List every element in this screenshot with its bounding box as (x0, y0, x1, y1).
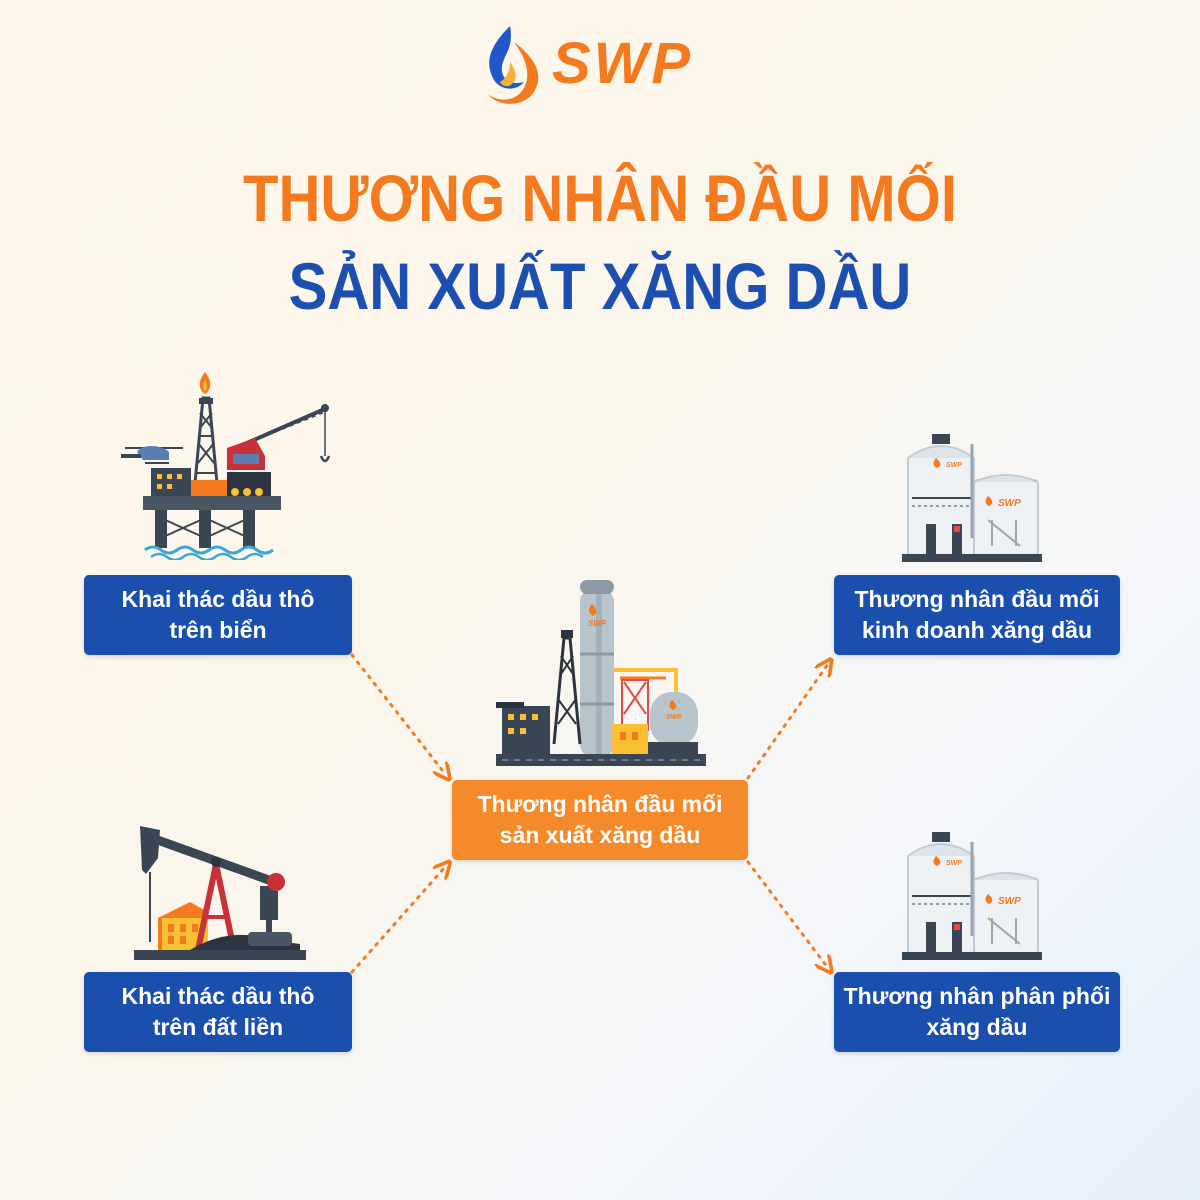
node-distributor: Thương nhân phân phối xăng dầu (834, 972, 1120, 1052)
storage-tank-icon-distributor: SWP SWP (902, 832, 1042, 960)
node-distributor-line2: xăng dầu (926, 1014, 1028, 1040)
node-producer: Thương nhân đầu mối sản xuất xăng dầu (452, 780, 748, 860)
tank-label-trader-small: SWP (946, 462, 962, 469)
page-title-line2: SẢN XUẤT XĂNG DẦU (288, 249, 912, 323)
node-onshore-line1: Khai thác dầu thô (121, 983, 315, 1009)
arrow-producer-to-distributor (746, 860, 828, 968)
node-onshore-extraction: Khai thác dầu thô trên đất liền (84, 972, 352, 1052)
tank-label-distributor-small: SWP (946, 860, 962, 867)
arrow-onshore-to-producer (350, 866, 446, 974)
node-trader-line2: kinh doanh xăng dầu (861, 617, 1092, 643)
offshore-oil-rig-icon (121, 372, 331, 560)
pump-jack-icon (134, 826, 306, 960)
node-onshore-line2: trên đất liền (152, 1014, 284, 1040)
node-offshore-line1: Khai thác dầu thô (121, 586, 315, 612)
node-distributor-line1: Thương nhân phân phối (843, 983, 1111, 1009)
page-title-line1: THƯƠNG NHÂN ĐẦU MỐI (243, 161, 957, 235)
arrow-producer-to-trader (746, 664, 828, 780)
brand-logo: SWP (470, 22, 740, 112)
tank-label-trader: SWP (998, 498, 1021, 509)
node-offshore-extraction: Khai thác dầu thô trên biển (84, 575, 352, 655)
refinery-tank-label: SWP (666, 714, 682, 721)
node-offshore-line2: trên biển (169, 617, 267, 643)
node-producer-line1: Thương nhân đầu mối (477, 791, 723, 817)
flame-drop-icon (488, 26, 539, 104)
storage-tank-icon-trader: SWP SWP (902, 434, 1042, 562)
brand-name: SWP (552, 31, 694, 96)
tank-label-distributor: SWP (998, 896, 1021, 907)
refinery-tower-label: SWP (588, 619, 607, 628)
node-trader: Thương nhân đầu mối kinh doanh xăng dầu (834, 575, 1120, 655)
node-trader-line1: Thương nhân đầu mối (854, 586, 1100, 612)
arrow-offshore-to-producer (350, 653, 446, 775)
refinery-icon: SWP SWP (496, 580, 706, 766)
node-producer-line2: sản xuất xăng dầu (499, 822, 701, 848)
